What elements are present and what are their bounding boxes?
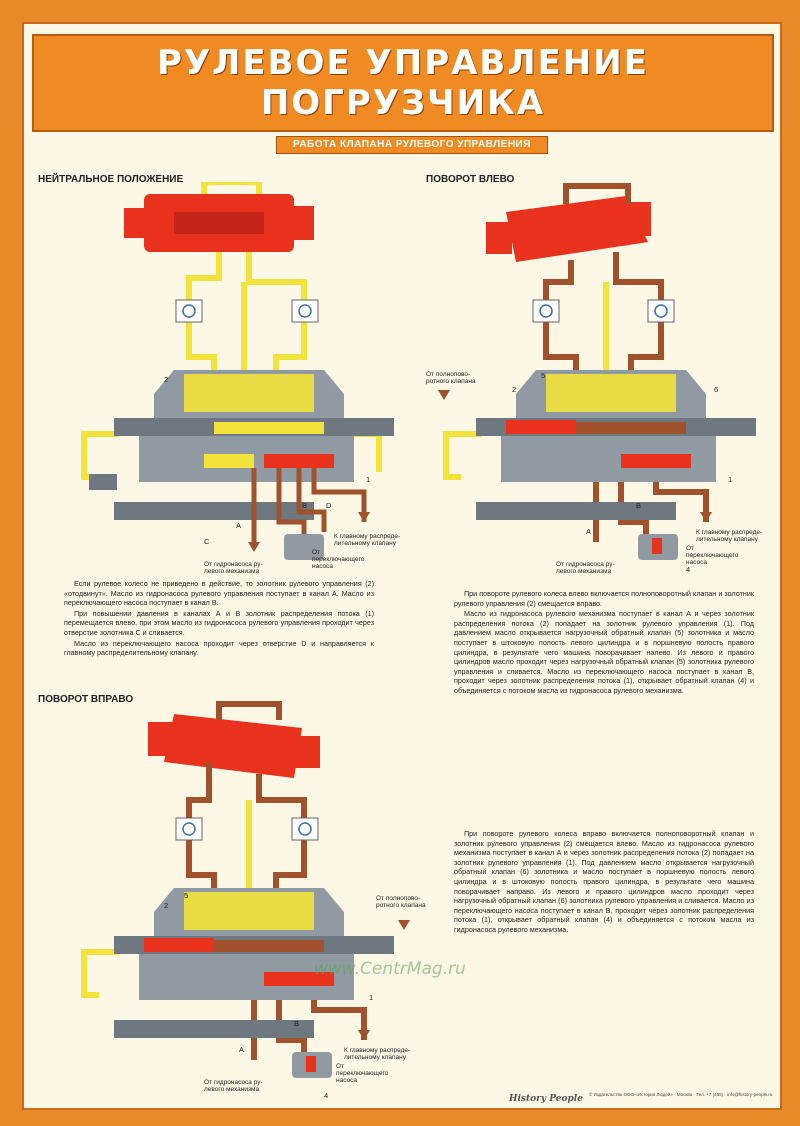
label-5: 5 [184, 891, 188, 900]
pump-housing [284, 534, 324, 560]
label-from-pump-2: левого механизма [204, 1086, 259, 1093]
label-from-pump-1: От гидронасоса ру- [204, 561, 263, 568]
label-a: A [586, 527, 591, 536]
watermark: www.CentrMag.ru [314, 959, 466, 979]
label-from-pump-1: От гидронасоса ру- [556, 561, 615, 568]
label-from-fullturn-2: ротного клапана [376, 902, 426, 909]
label-from-switch-2: переключающего [312, 556, 365, 563]
label-1: 1 [366, 475, 370, 484]
label-1: 1 [369, 993, 373, 1002]
label-from-pump-2: левого механизма [204, 568, 259, 574]
text-neutral: Если рулевое колесо не приведено в дейст… [64, 579, 374, 658]
subtitle: РАБОТА КЛАПАНА РУЛЕВОГО УПРАВЛЕНИЯ [276, 136, 548, 154]
label-from-switch-2: переключающего [336, 1070, 389, 1077]
label-to-main-2: лительному клапану [344, 1054, 407, 1061]
label-to-main-1: К главному распреде- [344, 1047, 410, 1054]
label-from-switch-2: переключающего [686, 552, 739, 559]
fitting-left [89, 474, 117, 490]
label-to-main-2: лительному клапану [334, 540, 397, 547]
label-from-switch-1: От [312, 549, 320, 556]
label-from-switch-3: насоса [312, 563, 333, 570]
label-to-main-2: лительному клапану [696, 536, 759, 543]
section-label-right: ПОВОРОТ ВПРАВО [38, 694, 134, 705]
label-2: 2 [164, 901, 168, 910]
check-valve-right [291, 817, 319, 841]
label-from-pump-1: От гидронасоса ру- [204, 1079, 263, 1086]
label-to-main-1: К главному распреде- [696, 529, 762, 536]
title-line-1: РУЛЕВОЕ УПРАВЛЕНИЕ [157, 43, 649, 83]
check-valve-left [532, 299, 560, 323]
label-from-switch-3: насоса [336, 1077, 357, 1084]
check-valve-4 [652, 538, 662, 554]
label-a: A [239, 1045, 244, 1054]
label-b: B [636, 501, 641, 510]
steering-unit [148, 714, 320, 778]
poster: РУЛЕВОЕ УПРАВЛЕНИЕ ПОГРУЗЧИКА РАБОТА КЛА… [22, 22, 782, 1110]
check-valve-left [175, 299, 203, 323]
check-valve-right [291, 299, 319, 323]
diagram-right-turn: 2 5 1 4 A B От полнопово- ротного клапан… [54, 700, 434, 1100]
label-from-switch-1: От [686, 545, 694, 552]
label-2: 2 [512, 385, 516, 394]
label-from-fullturn-1: От полнопово- [426, 371, 470, 378]
steering-unit [486, 196, 651, 262]
label-4: 4 [324, 1091, 328, 1100]
check-valve-4 [306, 1056, 316, 1072]
arrow-from-pump-icon [248, 542, 260, 552]
publisher-logo: History People [509, 1094, 583, 1104]
oil-lines-yellow [81, 800, 252, 998]
label-c: C [204, 537, 210, 546]
arrow-to-main-valve-icon [700, 512, 712, 522]
oil-lines-yellow [443, 282, 609, 480]
text-left-turn: При повороте рулевого колеса влево включ… [454, 589, 754, 695]
check-valve-left [175, 817, 203, 841]
title-line-2: ПОГРУЗЧИКА [260, 83, 546, 123]
label-b: B [302, 501, 307, 510]
check-valve-right [647, 299, 675, 323]
text-right-turn: При повороте рулевого колеса вправо вклю… [454, 829, 754, 934]
label-from-fullturn-1: От полнопово- [376, 895, 420, 902]
label-from-pump-2: левого механизма [556, 568, 611, 574]
section-label-neutral: НЕЙТРАЛЬНОЕ ПОЛОЖЕНИЕ [38, 174, 184, 185]
steering-unit [124, 194, 314, 252]
footer-imprint: © Издательство ООО «История Людей» · Мос… [589, 1092, 773, 1097]
label-from-switch-1: От [336, 1063, 344, 1070]
diagram-neutral: 2 1 C A B D От гидронасоса ру- левого ме… [54, 182, 414, 574]
label-6: 6 [714, 385, 718, 394]
label-b: B [294, 1019, 299, 1028]
label-from-fullturn-2: ротного клапана [426, 378, 476, 385]
arrow-from-fullturn-icon [398, 920, 410, 930]
diagram-left-turn: 2 5 6 1 4 A B От полнопово- ротного клап… [416, 182, 776, 574]
label-2: 2 [164, 375, 168, 384]
label-to-main-1: К главному распреде- [334, 533, 400, 540]
valve-body [114, 370, 394, 520]
valve-body [114, 888, 394, 1038]
arrow-from-fullturn-icon [438, 390, 450, 400]
label-5: 5 [541, 371, 545, 380]
arrow-to-main-valve-icon [358, 1030, 370, 1040]
label-1: 1 [728, 475, 732, 484]
arrow-to-main-valve-icon [358, 512, 370, 522]
label-4: 4 [686, 565, 690, 574]
valve-body [476, 370, 756, 520]
label-d: D [326, 501, 332, 510]
label-a: A [236, 521, 241, 530]
title-banner: РУЛЕВОЕ УПРАВЛЕНИЕ ПОГРУЗЧИКА [32, 34, 774, 132]
label-from-switch-3: насоса [686, 559, 707, 566]
section-label-left: ПОВОРОТ ВЛЕВО [426, 174, 515, 185]
